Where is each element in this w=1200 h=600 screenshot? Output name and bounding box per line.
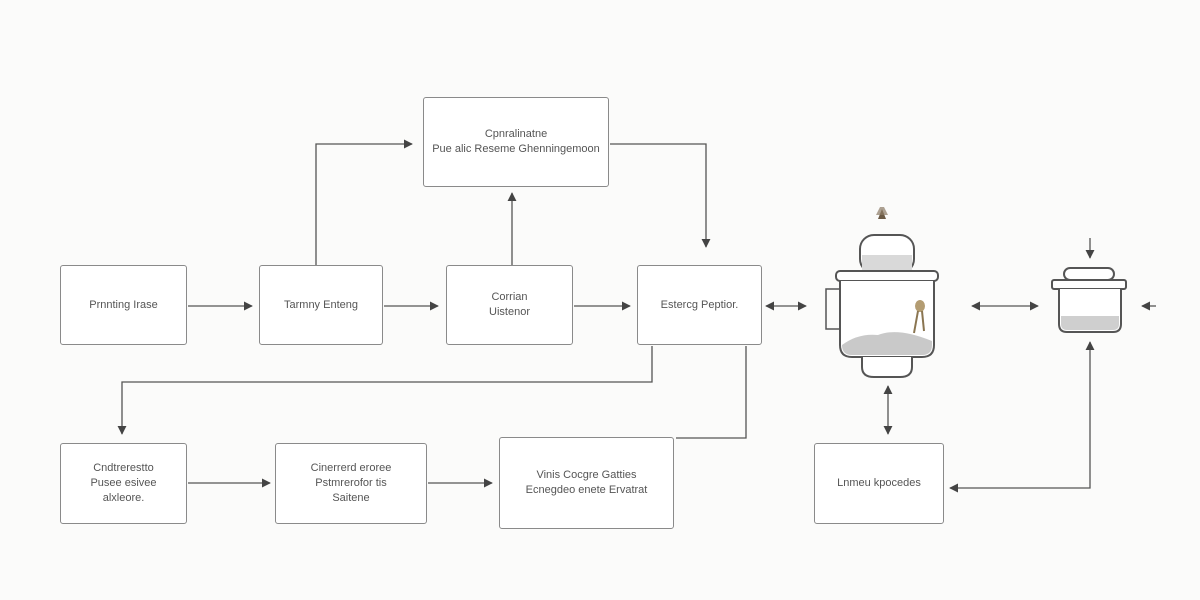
- node-corrian-line-2: Uistenor: [489, 306, 530, 318]
- arrow-pot-b4: [949, 341, 1095, 493]
- node-cinerrerd-line-3: Saitene: [332, 492, 370, 504]
- reactor-vessel-icon: [825, 207, 939, 378]
- node-cinerrerd: Cinerrerd eroree Pstmrerofor tis Saitene: [275, 443, 427, 524]
- arrow-n2-top: [315, 139, 413, 265]
- node-vinis-line-1: Vinis Cocgre Gatties: [536, 469, 637, 481]
- node-tarmny-label: Tarmny Enteng: [284, 298, 358, 311]
- node-printing-label: Prnnting Irase: [89, 298, 158, 311]
- node-top: Cpnralinatne Pue alic Reseme Ghenningemo…: [423, 97, 609, 187]
- node-lnmeu: Lnmeu kpocedes: [814, 443, 944, 524]
- node-printing: Prnnting Irase: [60, 265, 187, 345]
- node-lnmeu-label: Lnmeu kpocedes: [837, 477, 921, 489]
- node-estercg-label: Estercg Peptior.: [660, 298, 739, 311]
- arrow-n4-b1: [117, 346, 653, 435]
- small-pot-icon: [1051, 267, 1127, 333]
- node-cndtrerestto-line-1: Cndtrerestto: [93, 462, 154, 474]
- node-tarmny: Tarmny Enteng: [259, 265, 383, 345]
- node-cndtrerestto-line-3: alxleore.: [102, 492, 145, 504]
- node-estercg: Estercg Peptior.: [637, 265, 762, 345]
- arrow-top-n4: [610, 143, 711, 248]
- node-top-line-1: Cpnralinatne: [484, 128, 548, 140]
- node-cinerrerd-line-2: Pstmrerofor tis: [315, 477, 387, 489]
- node-vinis-line-2: Ecnegdeo enete Ervatrat: [525, 484, 648, 496]
- node-cndtrerestto: Cndtrerestto Pusee esivee alxleore.: [60, 443, 187, 524]
- node-vinis: Vinis Cocgre Gatties Ecnegdeo enete Erva…: [499, 437, 674, 529]
- node-cinerrerd-line-1: Cinerrerd eroree: [310, 462, 392, 474]
- line-n4-b3: [676, 346, 747, 439]
- node-top-line-2: Pue alic Reseme Ghenningemoon: [432, 143, 600, 155]
- node-cndtrerestto-line-2: Pusee esivee: [90, 477, 157, 489]
- node-corrian-line-1: Corrian: [491, 291, 528, 303]
- node-corrian: Corrian Uistenor: [446, 265, 573, 345]
